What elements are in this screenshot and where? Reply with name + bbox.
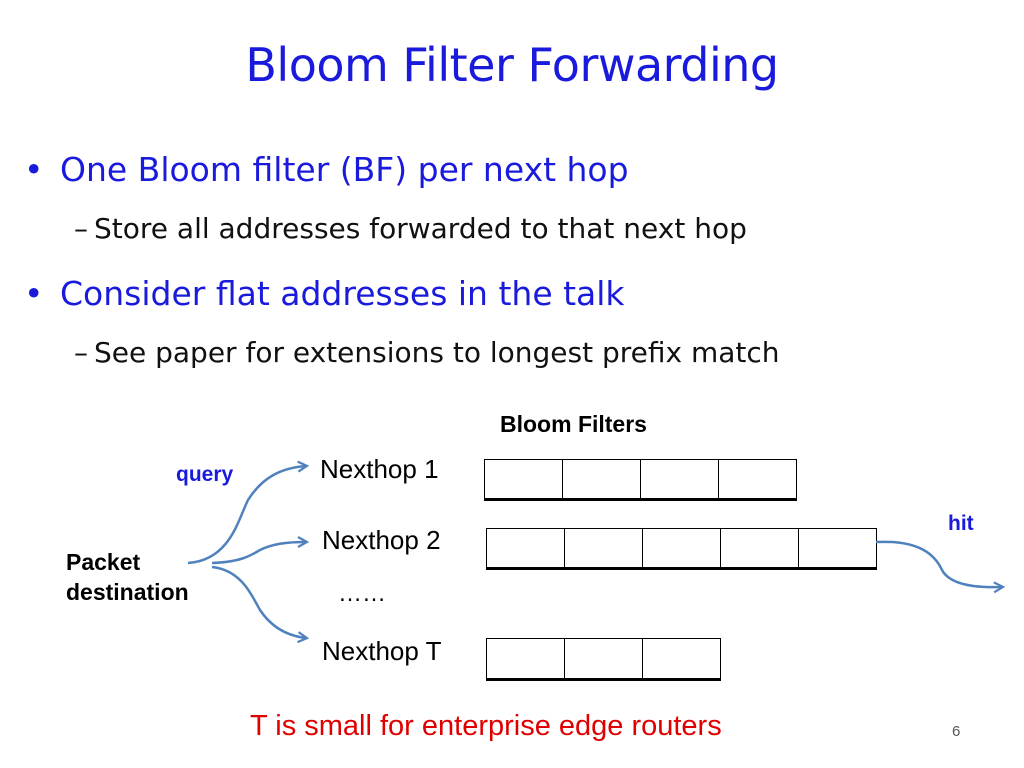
- bloom-filters-heading: Bloom Filters: [500, 411, 647, 437]
- bloom-filter-bit-cell: [485, 460, 563, 498]
- bloom-filter-nexthop-2: [486, 528, 877, 570]
- page-number: 6: [952, 723, 961, 740]
- sub-bullet-1: –Store all addresses forwarded to that n…: [74, 212, 747, 245]
- bloom-filter-bit-cell: [565, 639, 643, 678]
- bloom-filter-bit-cell: [487, 529, 565, 567]
- arrow-to-nexthop-t: [211, 565, 306, 638]
- sub-bullet-dash: –: [74, 336, 88, 369]
- bullet-2: • Consider flat addresses in the talk: [24, 274, 625, 313]
- bullet-dot: •: [24, 274, 44, 313]
- nexthop-1-label: Nexthop 1: [320, 454, 439, 484]
- nexthop-t-label: Nexthop T: [322, 636, 442, 666]
- sub-bullet-2-text: See paper for extensions to longest pref…: [94, 336, 780, 369]
- arrow-to-nexthop-2: [211, 542, 306, 565]
- slide-title: Bloom Filter Forwarding: [245, 38, 779, 92]
- bloom-filter-bit-cell: [721, 529, 799, 567]
- sub-bullet-2: –See paper for extensions to longest pre…: [74, 336, 780, 369]
- bullet-1-text: One Bloom filter (BF) per next hop: [60, 150, 629, 189]
- bloom-filter-bit-cell: [487, 639, 565, 678]
- bloom-filter-bit-cell: [643, 529, 721, 567]
- bloom-filter-nexthop-1: [484, 459, 797, 501]
- bloom-filter-bit-cell: [563, 460, 641, 498]
- bloom-filter-bit-cell: [719, 460, 797, 498]
- arrow-hit: [875, 540, 1002, 587]
- sub-bullet-1-text: Store all addresses forwarded to that ne…: [94, 212, 747, 245]
- bloom-filter-nexthop-t: [486, 638, 721, 681]
- bloom-filter-bit-cell: [799, 529, 877, 567]
- ellipsis-label: ……: [338, 580, 386, 607]
- bloom-filter-bit-cell: [565, 529, 643, 567]
- hit-label: hit: [948, 512, 974, 535]
- bullet-2-text: Consider flat addresses in the talk: [60, 274, 625, 313]
- enterprise-footnote: T is small for enterprise edge routers: [250, 710, 722, 742]
- bloom-filter-bit-cell: [641, 460, 719, 498]
- bullet-1: • One Bloom filter (BF) per next hop: [24, 150, 629, 189]
- bullet-dot: •: [24, 150, 44, 189]
- nexthop-2-label: Nexthop 2: [322, 525, 441, 555]
- query-label: query: [176, 463, 234, 486]
- sub-bullet-dash: –: [74, 212, 88, 245]
- bloom-filter-bit-cell: [643, 639, 721, 678]
- packet-destination-label: Packet destination: [66, 549, 189, 605]
